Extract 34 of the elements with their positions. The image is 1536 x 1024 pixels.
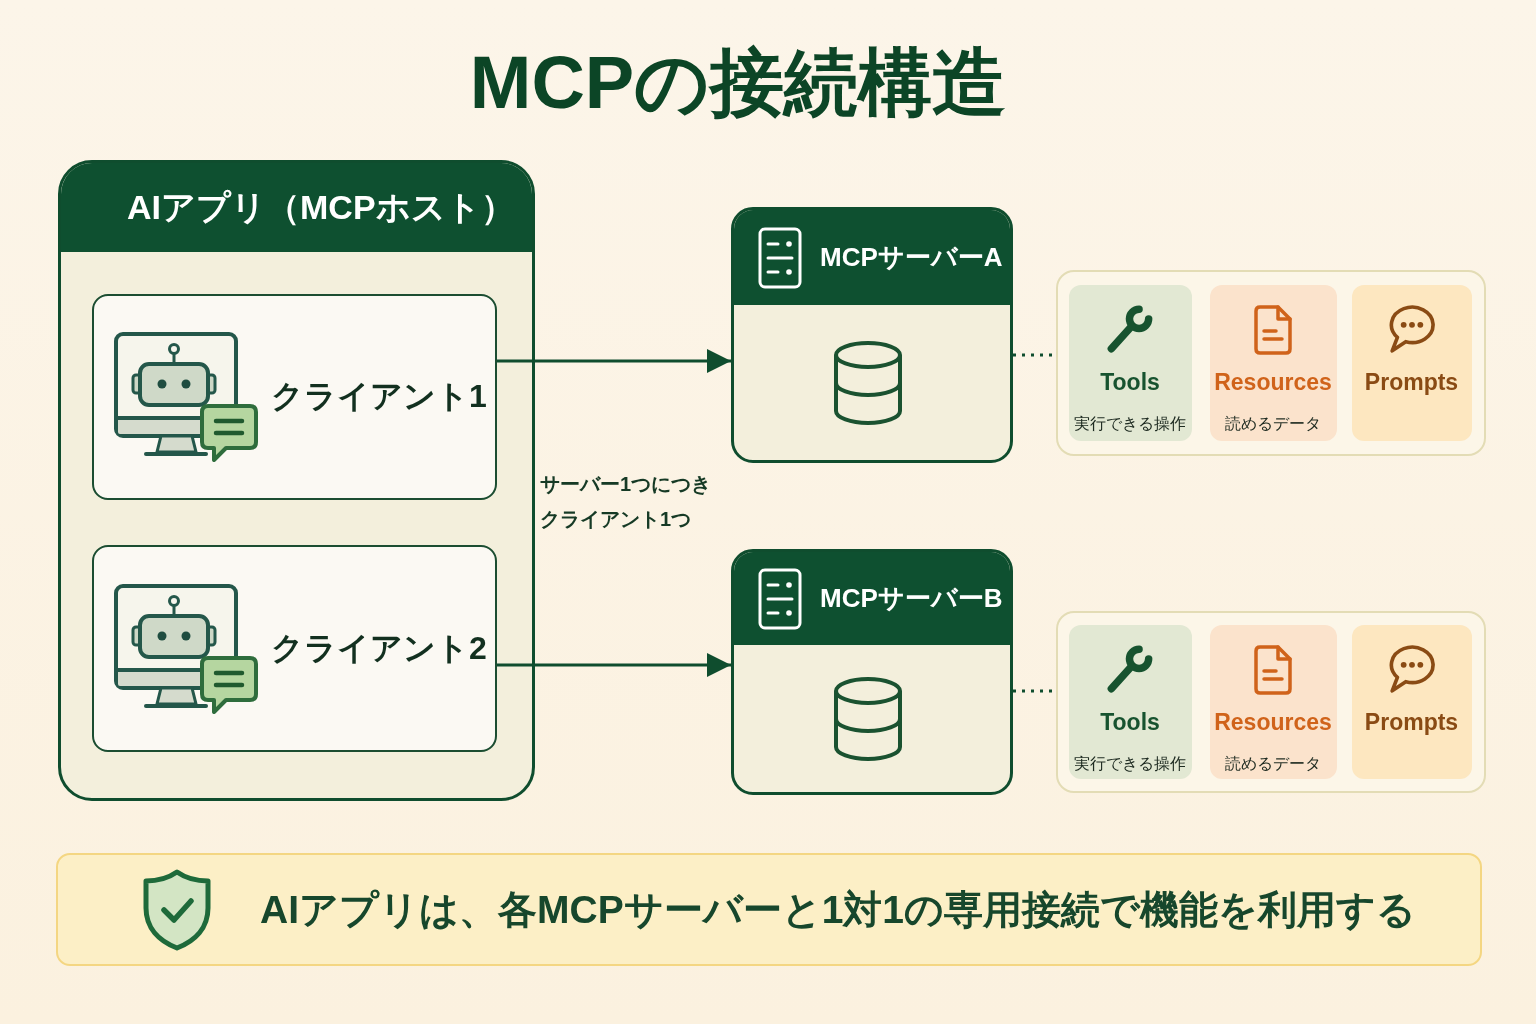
arrow: [497, 349, 731, 373]
capability-description: 実行できる操作: [1074, 413, 1186, 434]
capability-description: 読めるデータ: [1225, 753, 1321, 774]
capability-card: [1351, 284, 1472, 441]
capability-title: Resources: [1214, 707, 1332, 737]
client-label: クライアント2: [271, 628, 487, 668]
capability-description: 実行できる操作: [1074, 753, 1186, 774]
capability-title: Prompts: [1364, 367, 1459, 397]
server-box: [731, 549, 1013, 795]
capability-card: [1209, 284, 1337, 441]
client-box: [92, 545, 497, 752]
host-header: AIアプリ（MCPホスト）: [61, 163, 532, 252]
capability-title: Resources: [1214, 367, 1332, 397]
diagram-title: MCPの接続構造: [469, 40, 1007, 126]
capability-description: 読めるデータ: [1225, 413, 1321, 434]
capability-title: Tools: [1100, 707, 1160, 737]
server-box: [731, 207, 1013, 463]
capability-title: Tools: [1100, 367, 1160, 397]
capability-panel: [1056, 611, 1486, 793]
capability-card: [1351, 624, 1472, 779]
capability-panel: [1056, 270, 1486, 456]
note-text: サーバー1つにつきクライアント1つ: [540, 472, 713, 532]
server-title: MCPサーバーB: [820, 582, 1003, 615]
summary-banner: [56, 853, 1482, 966]
arrow: [497, 653, 731, 677]
summary-text: AIアプリは、各MCPサーバーと1対1の専用接続で機能を利用する: [260, 886, 1417, 933]
server-title: MCPサーバーA: [820, 241, 1003, 274]
capability-card: [1068, 624, 1192, 779]
client-label: クライアント1: [271, 377, 487, 416]
capability-card: [1209, 624, 1337, 779]
host-container: [58, 160, 535, 801]
capability-title: Prompts: [1364, 707, 1459, 737]
capability-card: [1068, 284, 1192, 441]
client-box: [92, 294, 497, 500]
